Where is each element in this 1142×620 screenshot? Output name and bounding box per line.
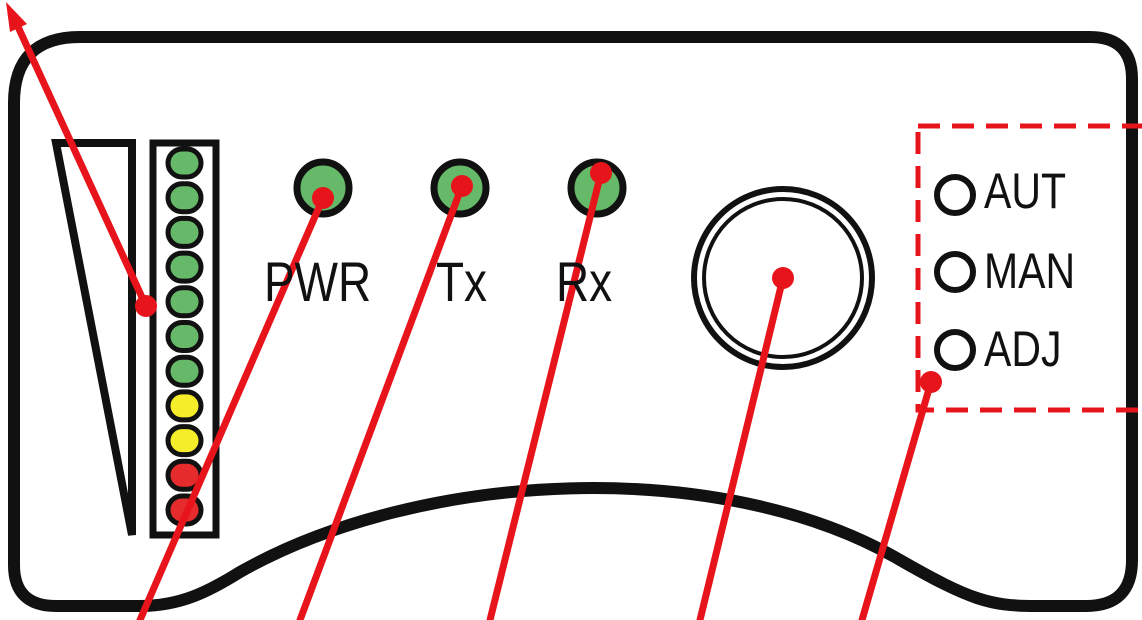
bargraph-segment <box>165 424 204 458</box>
man-indicator <box>934 251 976 293</box>
callout-line-tx <box>296 182 466 620</box>
bargraph-segment <box>165 250 204 284</box>
callout-dot-pwr <box>312 187 334 209</box>
bargraph-segments <box>165 146 204 527</box>
callout-line-rx <box>486 169 605 620</box>
callout-dot-knob <box>772 267 794 289</box>
aut-indicator <box>934 174 976 216</box>
bargraph-segment <box>165 146 204 180</box>
device-housing <box>8 31 1138 612</box>
bargraph-segment <box>165 285 204 319</box>
callout-dots <box>135 162 942 393</box>
callout-dot-rx <box>590 162 612 184</box>
callout-line-bargraph <box>10 14 150 310</box>
bargraph-segment <box>165 320 204 353</box>
callout-line-pwr <box>136 194 327 620</box>
rx-label: Rx <box>556 250 613 313</box>
mode-label-aut: AUT <box>984 163 1066 219</box>
callout-line-mode-group <box>858 378 935 620</box>
adj-indicator <box>934 329 976 371</box>
callout-line-knob <box>696 274 787 620</box>
callout-lines <box>10 14 935 620</box>
bargraph-segment <box>165 389 204 423</box>
callout-dot-mode-group <box>920 371 942 393</box>
bargraph-segment <box>165 181 204 215</box>
callout-dot-bargraph <box>135 295 157 317</box>
bargraph-segment <box>165 354 204 388</box>
bargraph-segment <box>165 215 204 249</box>
mode-label-adj: ADJ <box>984 321 1062 377</box>
callout-dot-tx <box>451 175 473 197</box>
mode-label-man: MAN <box>984 243 1076 299</box>
mode-indicator-leds <box>934 174 976 371</box>
arrowhead-icon <box>6 2 27 32</box>
tx-label: Tx <box>436 250 488 313</box>
mode-group-dashed-box <box>915 123 1142 413</box>
pwr-label: PWR <box>264 250 372 313</box>
